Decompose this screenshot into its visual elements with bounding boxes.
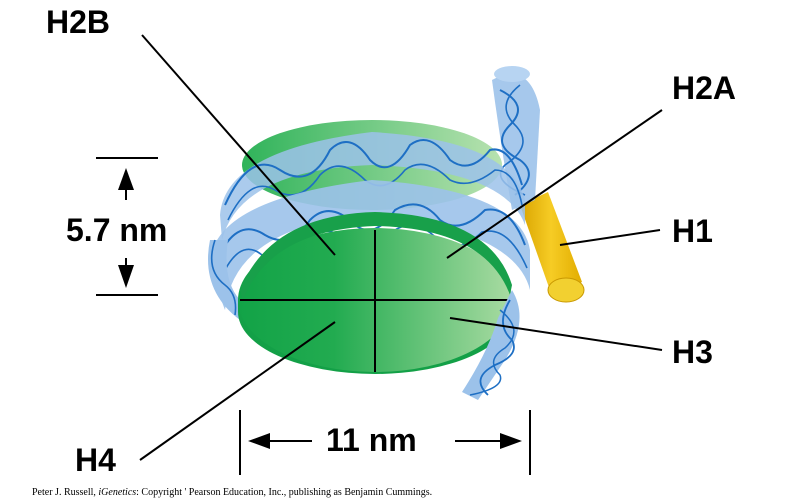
credit-author: Peter J. Russell, <box>32 487 99 498</box>
credit-rest: : Copyright ' Pearson Education, Inc., p… <box>136 487 433 498</box>
h1-histone <box>520 192 585 303</box>
h4-leader <box>139 321 336 461</box>
h2b-label: H2B <box>46 4 111 40</box>
h3-leader <box>449 317 663 351</box>
copyright-credit: Peter J. Russell, iGenetics: Copyright '… <box>32 487 432 498</box>
h1-leader <box>559 229 661 246</box>
histone-disc-rim <box>240 212 512 300</box>
dna-exit-segment <box>462 290 520 400</box>
h1-label: H1 <box>672 213 713 249</box>
h2b-leader <box>141 34 336 256</box>
h4-label: H4 <box>75 442 116 478</box>
h2a-label: H2A <box>672 70 737 106</box>
credit-book: iGenetics <box>98 487 137 498</box>
height-dimension <box>96 157 158 296</box>
h2a-leader <box>446 109 663 259</box>
dna-coil-left <box>208 240 240 320</box>
width-dimension-label: 11 nm <box>326 422 417 458</box>
width-dimension <box>239 410 531 475</box>
h3-label: H3 <box>672 334 713 370</box>
height-dimension-label: 5.7 nm <box>66 212 168 248</box>
dna-strand-left <box>210 239 237 316</box>
